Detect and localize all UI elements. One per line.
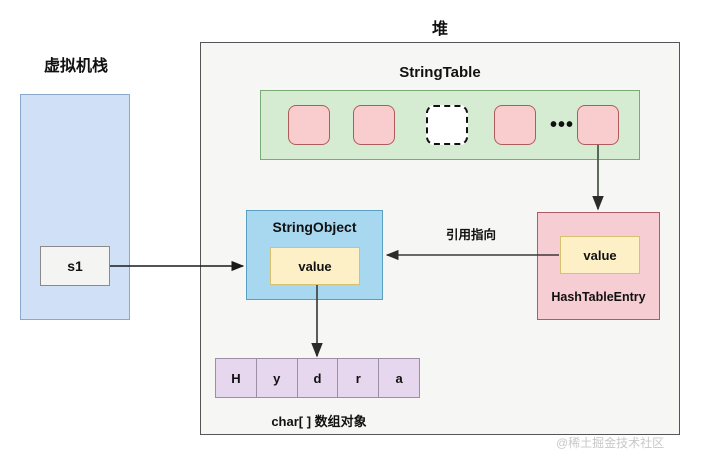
hashtableentry-title: HashTableEntry xyxy=(551,290,646,304)
hashtableentry-value-field: value xyxy=(560,236,640,274)
char-array-cell: a xyxy=(378,358,420,398)
stringobject-value-field: value xyxy=(270,247,360,285)
stack-container xyxy=(20,94,130,320)
char-array-cell: y xyxy=(255,358,298,398)
stringobject-title: StringObject xyxy=(272,219,357,235)
char-array-cell: r xyxy=(337,358,380,398)
watermark: @稀土掘金技术社区 xyxy=(556,435,665,450)
char-array-cell: H xyxy=(215,358,257,398)
stack-title: 虚拟机栈 xyxy=(43,58,108,75)
stringtable-slot-1 xyxy=(288,105,330,145)
stringtable-ellipsis: ••• xyxy=(549,113,574,136)
char-array-cell: d xyxy=(296,358,339,398)
stringtable-slot-4 xyxy=(494,105,536,145)
reference-arrow-label: 引用指向 xyxy=(445,227,496,242)
stack-variable-s1: s1 xyxy=(40,246,110,286)
stringtable-slot-5 xyxy=(577,105,619,145)
char-array-caption: char[ ] 数组对象 xyxy=(271,413,367,429)
stringtable-slot-3-empty xyxy=(426,105,468,145)
heap-title: 堆 xyxy=(431,21,448,38)
char-array-container: H y d r a xyxy=(215,358,420,398)
stringtable-slot-2 xyxy=(353,105,395,145)
stringtable-title: StringTable xyxy=(399,63,481,81)
